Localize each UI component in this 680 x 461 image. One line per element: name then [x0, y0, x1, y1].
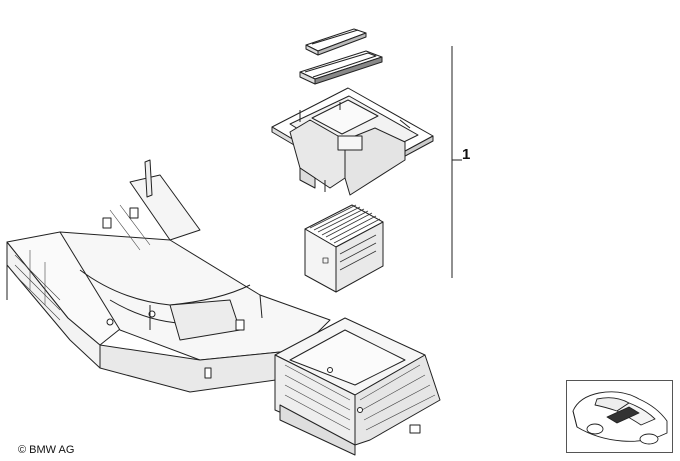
- cd-changer-box-part: [304, 204, 384, 293]
- storage-tray-part: [271, 87, 434, 196]
- car-icon: [572, 391, 668, 445]
- callout-number: 1: [462, 146, 471, 163]
- vehicle-location-thumbnail: [566, 380, 673, 453]
- small-filter-part: [305, 28, 367, 56]
- filter-insert-part: [299, 50, 383, 85]
- center-console-frame: [6, 159, 441, 456]
- callout-bracket: [451, 46, 462, 278]
- copyright-text: © BMW AG: [18, 444, 75, 456]
